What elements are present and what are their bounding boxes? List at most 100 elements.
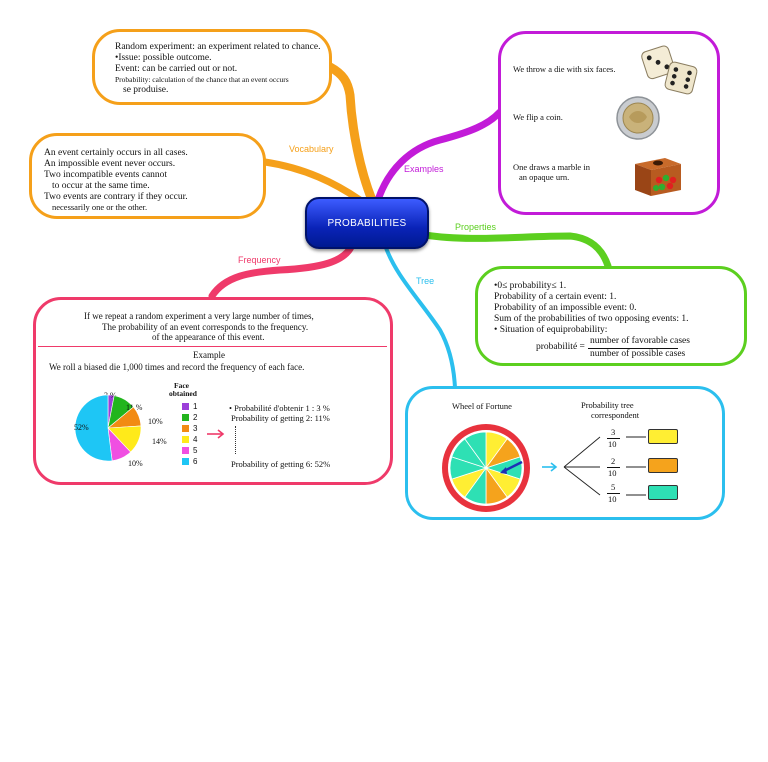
vocabulary-box-definitions: Random experiment: an experiment related… bbox=[92, 29, 332, 105]
frequency-box: If we repeat a random experiment a very … bbox=[33, 297, 393, 485]
formula-denominator: number of possible cases bbox=[590, 349, 686, 359]
vocab-line-small: Probability: calculation of the chance t… bbox=[115, 75, 289, 84]
legend-item-3: 3 bbox=[182, 423, 197, 434]
fraction-bar bbox=[588, 348, 678, 349]
probability-face-6: Probability of getting 6: 52% bbox=[231, 459, 331, 469]
tree-fraction-den: 10 bbox=[608, 494, 617, 504]
legend-label: 1 bbox=[193, 402, 198, 411]
example-die-text: We throw a die with six faces. bbox=[513, 64, 616, 74]
arrow-right-icon bbox=[542, 462, 558, 472]
wheel-pointer-head bbox=[500, 467, 507, 474]
vocab-line: to occur at the same time. bbox=[52, 181, 150, 191]
vocab-line: Random experiment: an experiment related… bbox=[115, 42, 321, 52]
center-node-probabilities[interactable]: PROBABILITIES bbox=[305, 197, 429, 249]
legend-item-6: 6 bbox=[182, 456, 197, 467]
tree-outcome-orange bbox=[648, 458, 678, 473]
legend-item-5: 5 bbox=[182, 445, 197, 456]
fraction-bar bbox=[607, 493, 620, 494]
tree-fraction-den: 10 bbox=[608, 439, 617, 449]
frequency-line: of the appearance of this event. bbox=[152, 332, 265, 342]
legend-label: 3 bbox=[193, 424, 198, 433]
examples-box: We throw a die with six faces. We flip a… bbox=[498, 31, 720, 215]
wheel-title: Wheel of Fortune bbox=[452, 401, 512, 411]
wheel-of-fortune bbox=[442, 424, 530, 512]
legend-label: 4 bbox=[193, 435, 198, 444]
vocab-line: Two events are contrary if they occur. bbox=[44, 192, 188, 202]
vocabulary-branch-lower bbox=[261, 158, 364, 204]
legend-swatch bbox=[182, 403, 189, 410]
tree-branch bbox=[383, 243, 457, 390]
probability-face-1: • Probabilité d'obtenir 1 : 3 % bbox=[229, 403, 330, 413]
tree-outcome-green bbox=[648, 485, 678, 500]
vocabulary-branch bbox=[325, 62, 377, 205]
example-title: Example bbox=[193, 350, 225, 360]
tree-title: Probability tree bbox=[581, 400, 634, 410]
formula-numerator: number of favorable cases bbox=[590, 336, 690, 346]
label-frequency: Frequency bbox=[238, 255, 281, 265]
dice-icon bbox=[641, 45, 698, 95]
properties-box: •0≤ probability≤ 1. Probability of a cer… bbox=[475, 266, 747, 366]
property-line: • Situation of equiprobability: bbox=[494, 325, 608, 335]
legend-item-4: 4 bbox=[182, 434, 197, 445]
example-coin-text: We flip a coin. bbox=[513, 112, 563, 122]
vocabulary-box-events: An event certainly occurs in all cases. … bbox=[29, 133, 266, 219]
legend-swatch bbox=[182, 436, 189, 443]
label-examples: Examples bbox=[404, 164, 444, 174]
vocab-line: •Issue: possible outcome. bbox=[115, 53, 212, 63]
pie-label-5: 10% bbox=[128, 459, 143, 468]
pie-label-2: 11 % bbox=[126, 403, 143, 412]
tree-fraction-num: 5 bbox=[611, 482, 616, 492]
vocab-line: An event certainly occurs in all cases. bbox=[44, 148, 188, 158]
frequency-line: The probability of an event corresponds … bbox=[102, 322, 309, 332]
frequency-line: If we repeat a random experiment a very … bbox=[84, 311, 314, 321]
tree-box: Wheel of Fortune Probability tree corres… bbox=[405, 386, 725, 520]
legend-swatch bbox=[182, 425, 189, 432]
formula-lhs: probabilité = bbox=[536, 342, 585, 352]
urn-icon bbox=[635, 158, 681, 196]
arrow-right-icon bbox=[207, 429, 225, 439]
property-line: Sum of the probabilities of two opposing… bbox=[494, 314, 689, 324]
example-text: We roll a biased die 1,000 times and rec… bbox=[49, 362, 305, 372]
vocab-line: An impossible event never occurs. bbox=[44, 159, 176, 169]
properties-branch bbox=[421, 231, 612, 270]
legend-swatch bbox=[182, 447, 189, 454]
label-vocabulary: Vocabulary bbox=[289, 144, 334, 154]
example-marble-text: One draws a marble in bbox=[513, 162, 590, 172]
tree-fraction-num: 2 bbox=[611, 456, 616, 466]
frequency-divider bbox=[38, 346, 387, 347]
pie-slice-6 bbox=[74, 394, 113, 462]
pie-label-1: 3 % bbox=[104, 391, 117, 400]
pie-label-6: 52% bbox=[74, 423, 89, 432]
ellipsis-dots bbox=[235, 426, 236, 454]
legend-swatch bbox=[182, 458, 189, 465]
vocab-line: necessarily one or the other. bbox=[52, 202, 148, 212]
example-marble-text: an opaque urn. bbox=[519, 172, 570, 182]
vocab-line: se produise. bbox=[123, 85, 169, 95]
legend-item-1: 1 bbox=[182, 401, 197, 412]
legend-title: obtained bbox=[169, 389, 197, 398]
pie-label-3: 10% bbox=[148, 417, 163, 426]
label-properties: Properties bbox=[455, 222, 497, 232]
tree-outcome-yellow bbox=[648, 429, 678, 444]
legend-label: 2 bbox=[193, 413, 198, 422]
legend-label: 5 bbox=[193, 446, 198, 455]
wheel-sector bbox=[464, 431, 487, 470]
fraction-bar bbox=[607, 438, 620, 439]
coin-icon bbox=[616, 96, 660, 140]
property-line: •0≤ probability≤ 1. bbox=[494, 281, 567, 291]
property-line: Probability of a certain event: 1. bbox=[494, 292, 617, 302]
legend-item-2: 2 bbox=[182, 412, 197, 423]
tree-title: correspondent bbox=[591, 410, 640, 420]
vocab-line: Event: can be carried out or not. bbox=[115, 64, 238, 74]
probability-face-2: Probability of getting 2: 11% bbox=[231, 413, 330, 423]
probability-tree-branches bbox=[563, 436, 646, 496]
examples-branch bbox=[374, 108, 504, 204]
vocab-line: Two incompatible events cannot bbox=[44, 170, 168, 180]
fraction-bar bbox=[607, 467, 620, 468]
property-line: Probability of an impossible event: 0. bbox=[494, 303, 637, 313]
pie-label-4: 14% bbox=[152, 437, 167, 446]
legend-swatch bbox=[182, 414, 189, 421]
